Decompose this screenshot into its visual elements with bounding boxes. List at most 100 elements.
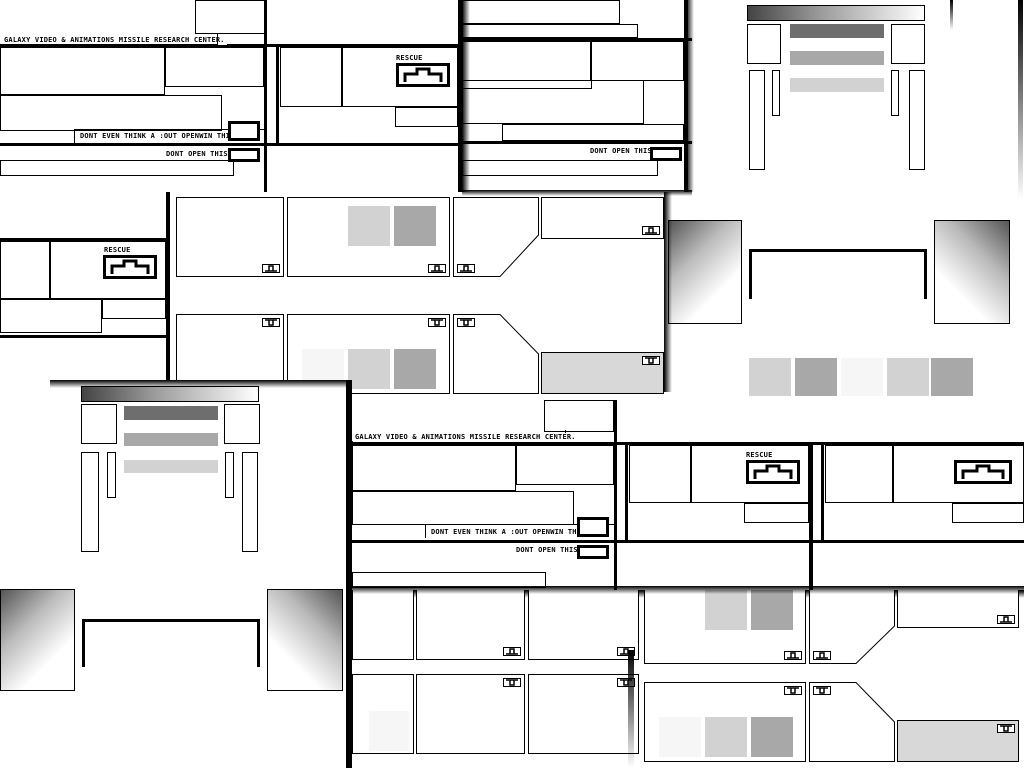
dont-open-button[interactable] xyxy=(650,147,682,161)
rescue-bracket-icon xyxy=(403,67,443,82)
drip xyxy=(950,0,953,30)
divider xyxy=(809,445,813,590)
tile-filled[interactable] xyxy=(897,720,1019,762)
openwin-button[interactable] xyxy=(228,121,260,141)
panel xyxy=(952,503,1024,523)
tile-corner[interactable] xyxy=(809,682,895,762)
gradient-block xyxy=(267,589,343,691)
bracket xyxy=(749,249,752,299)
bracket xyxy=(749,249,927,252)
swatch-mid xyxy=(124,433,218,446)
tile-corner[interactable] xyxy=(453,314,539,394)
openwin-button[interactable] xyxy=(577,517,609,537)
divider xyxy=(0,143,462,146)
gauge-frame xyxy=(891,24,925,64)
panel xyxy=(195,0,265,34)
tile[interactable] xyxy=(287,197,450,277)
tile-filled[interactable] xyxy=(541,352,664,394)
dont-open-button[interactable] xyxy=(228,148,260,162)
stand-icon xyxy=(997,615,1015,624)
gauge-column xyxy=(909,70,925,170)
divider xyxy=(462,141,692,144)
swatch-mid xyxy=(751,717,793,757)
label-frame xyxy=(74,129,264,143)
swatch-light xyxy=(887,358,929,396)
tile[interactable] xyxy=(528,590,639,660)
panel xyxy=(629,445,691,503)
stand-icon xyxy=(642,226,660,235)
panel xyxy=(691,445,809,503)
gauge-column xyxy=(107,452,116,498)
dont-open-label: DONT OPEN THIS: xyxy=(514,546,585,555)
gauge-column xyxy=(81,452,99,552)
divider xyxy=(625,445,628,540)
tile[interactable] xyxy=(352,674,414,754)
rescue-label: RESCUE xyxy=(744,451,775,460)
tile[interactable] xyxy=(352,590,414,660)
stand-icon xyxy=(784,651,802,660)
panel xyxy=(0,47,165,95)
panel xyxy=(544,400,614,432)
gauge-column xyxy=(772,70,780,116)
rescue-bracket-icon xyxy=(110,259,150,274)
tile[interactable] xyxy=(416,590,525,660)
tile[interactable] xyxy=(416,674,525,754)
tee-icon xyxy=(813,686,831,695)
gradient-block xyxy=(668,220,742,324)
stand-icon xyxy=(262,264,280,273)
tile-corner[interactable] xyxy=(453,197,539,277)
panel xyxy=(462,160,658,176)
swatch-mid xyxy=(751,590,793,630)
bracket xyxy=(82,619,260,622)
divider xyxy=(0,44,462,47)
divider xyxy=(264,0,267,192)
level-bar xyxy=(747,5,925,21)
divider xyxy=(352,442,1024,445)
panel xyxy=(342,47,458,107)
rescue-button[interactable] xyxy=(954,460,1012,484)
shadow xyxy=(462,0,470,192)
gauge-panel-top xyxy=(692,0,1024,205)
panel xyxy=(0,299,102,333)
divider xyxy=(352,540,1024,543)
rescue-bracket-icon xyxy=(753,464,793,479)
tile[interactable] xyxy=(644,590,806,664)
bracket xyxy=(257,619,260,667)
swatch-dark xyxy=(790,24,884,38)
gauge-column xyxy=(242,452,258,552)
rescue-button[interactable] xyxy=(103,255,157,279)
level-bar xyxy=(81,386,259,402)
swatch-light xyxy=(705,590,747,630)
tile-outline xyxy=(809,682,895,762)
tile[interactable] xyxy=(644,682,806,762)
tile[interactable] xyxy=(541,197,664,239)
panel xyxy=(825,445,893,503)
tile[interactable] xyxy=(897,590,1019,628)
window-title: GALAXY VIDEO & ANIMATIONS MISSILE RESEAR… xyxy=(353,433,578,442)
swatch-light xyxy=(348,349,390,389)
panel xyxy=(352,491,574,525)
rescue-button[interactable] xyxy=(746,460,800,484)
gauge-frame xyxy=(224,404,260,444)
swatch-mid xyxy=(795,358,837,396)
swatch-mid xyxy=(790,51,884,65)
panel xyxy=(462,0,620,24)
tile-grid-lower xyxy=(352,590,1024,768)
rescue-bracket-icon xyxy=(961,464,1005,479)
gauge-panel-left xyxy=(0,380,352,768)
dont-open-label: DONT OPEN THIS: xyxy=(588,147,659,156)
tile[interactable] xyxy=(528,674,639,754)
swatch-light xyxy=(749,358,791,396)
dont-open-button[interactable] xyxy=(577,545,609,559)
tile-grid-upper xyxy=(170,192,668,402)
window-title: GALAXY VIDEO & ANIMATIONS MISSILE RESEAR… xyxy=(2,36,227,45)
tile-corner[interactable] xyxy=(809,590,895,664)
divider xyxy=(166,192,170,382)
tile[interactable] xyxy=(176,197,284,277)
rescue-button[interactable] xyxy=(396,63,450,87)
tee-icon xyxy=(784,686,802,695)
panel xyxy=(102,299,166,319)
drip xyxy=(628,650,634,768)
panel xyxy=(0,95,222,131)
panel xyxy=(502,124,684,141)
